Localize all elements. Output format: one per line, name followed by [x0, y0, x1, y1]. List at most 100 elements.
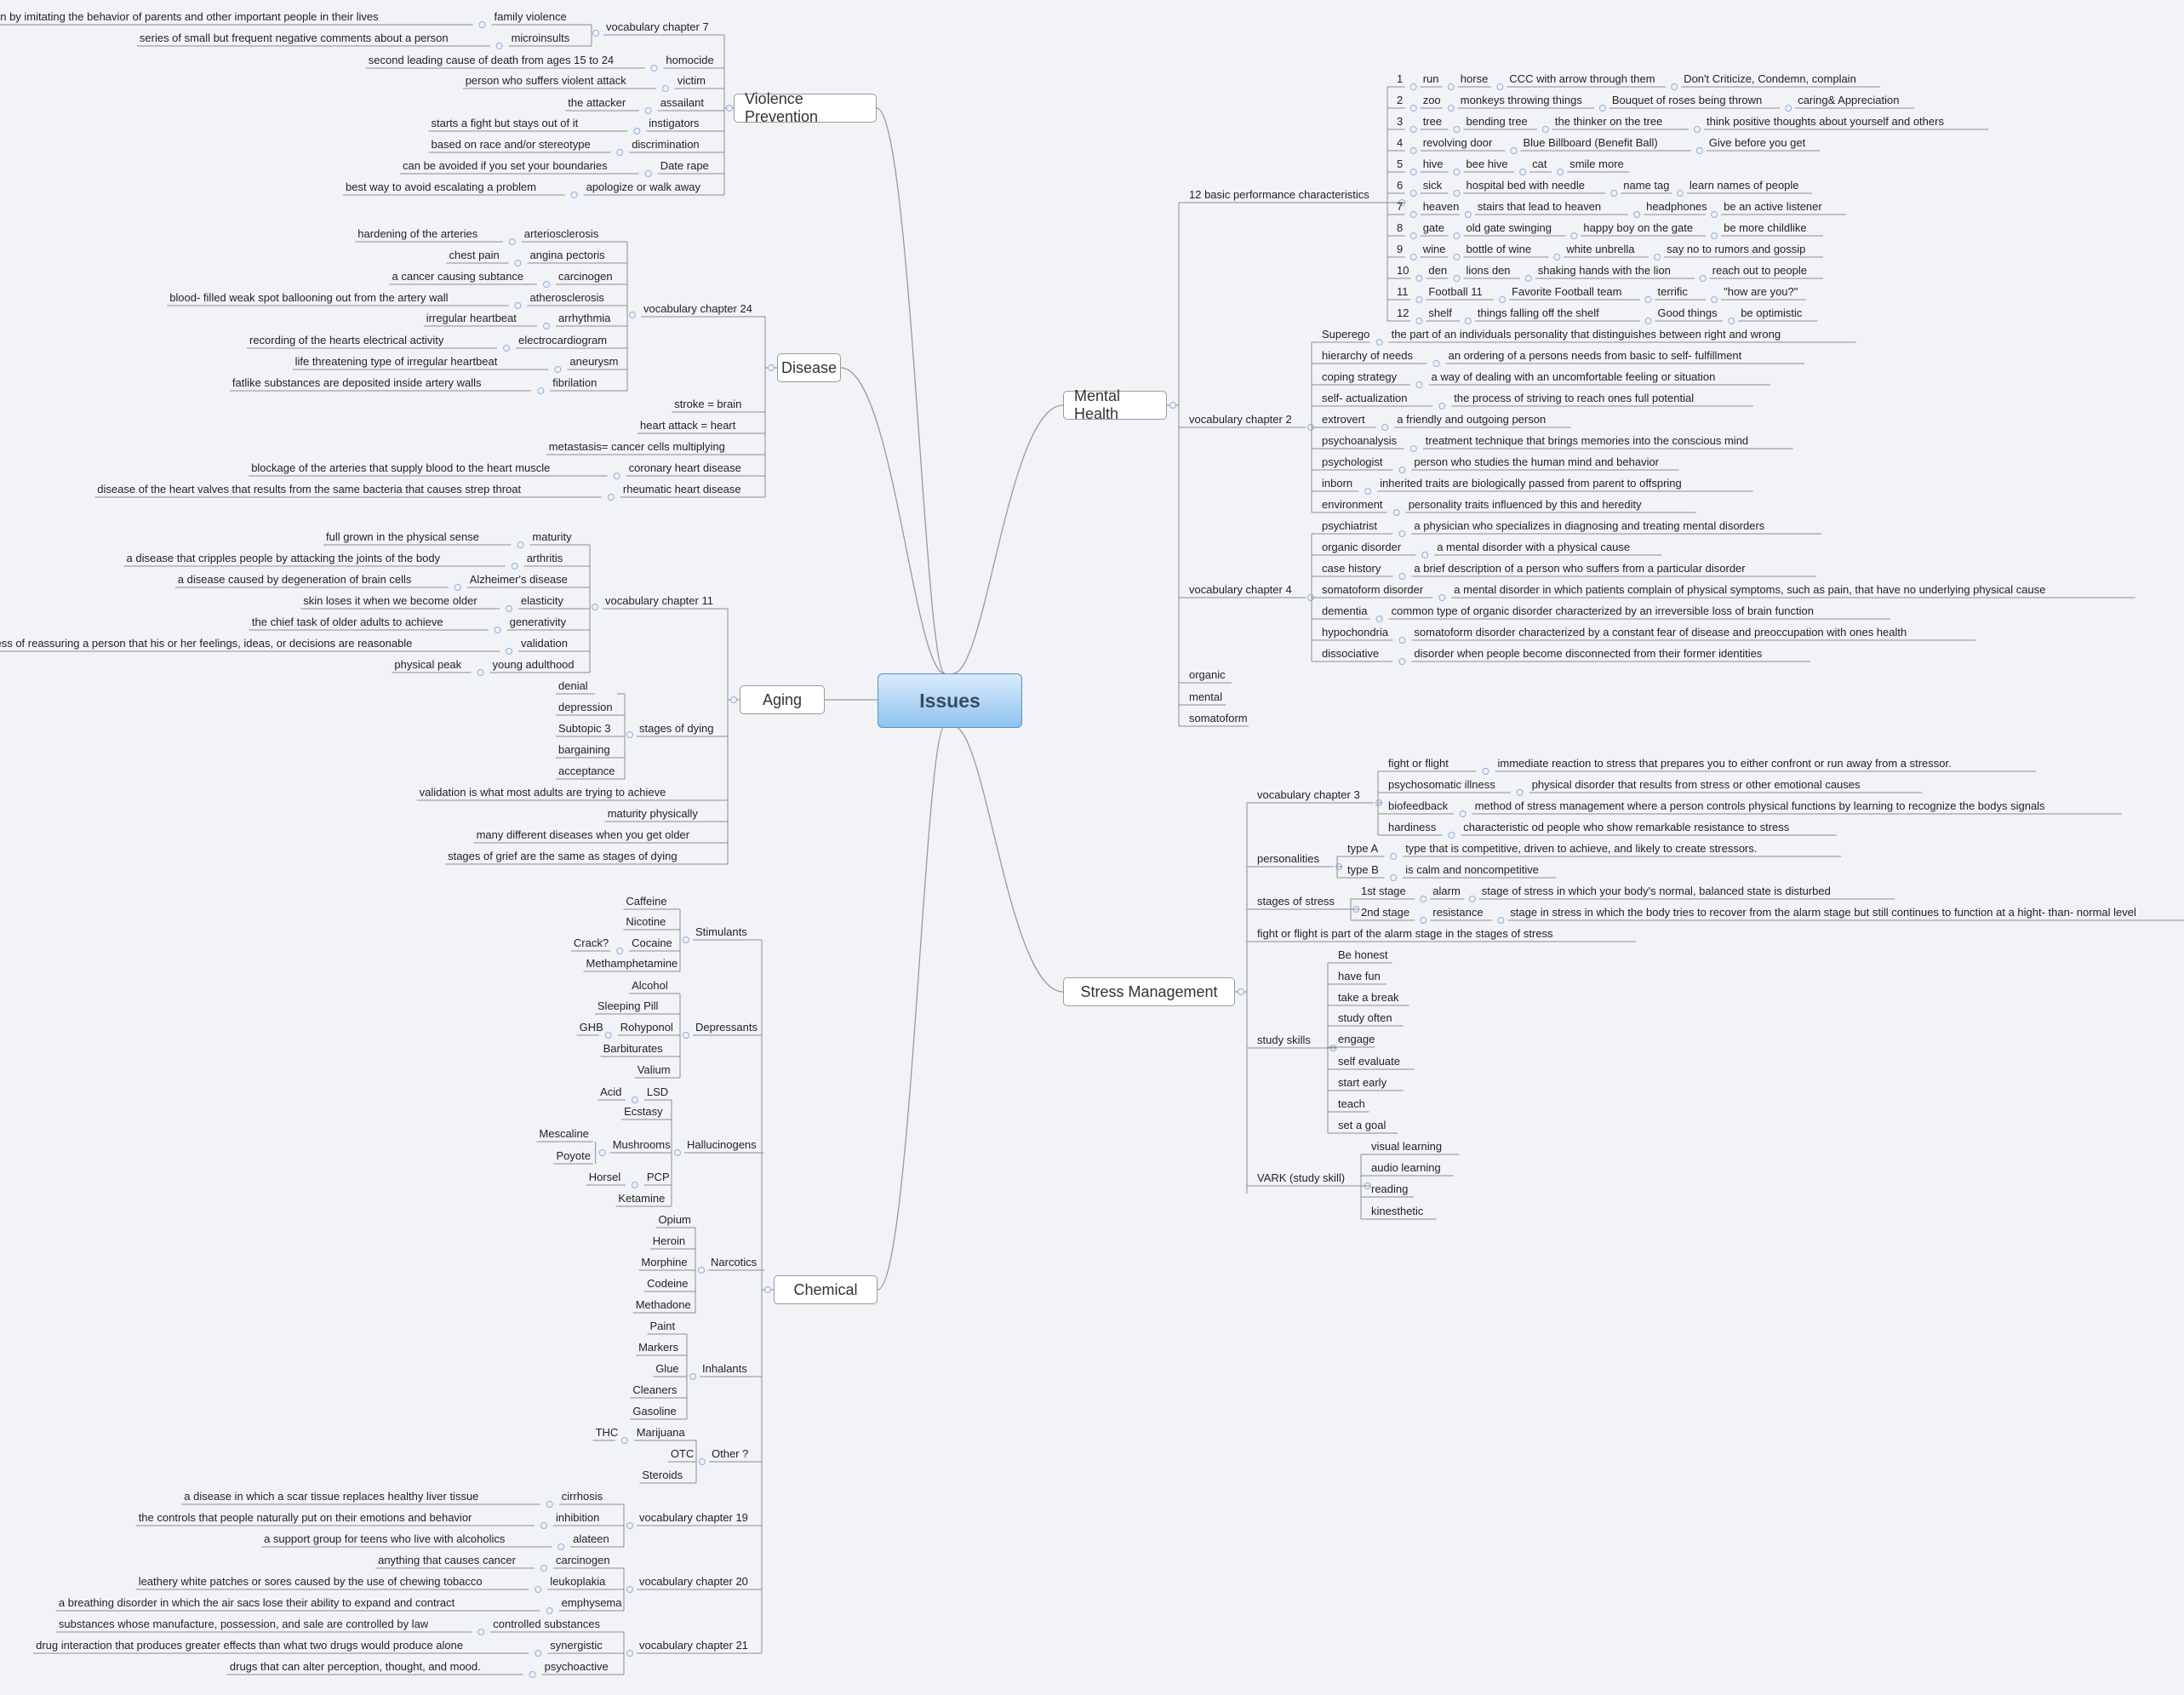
collapse-toggle-icon[interactable] — [1496, 83, 1504, 90]
perf-item[interactable]: "how are you?" — [1724, 285, 1798, 298]
perf-item[interactable]: smile more — [1569, 157, 1624, 170]
perf-item[interactable]: think positive thoughts about yourself a… — [1707, 115, 1944, 128]
collapse-toggle-icon[interactable] — [1409, 147, 1417, 154]
mental-category[interactable]: organic — [1189, 668, 1226, 681]
mental-definition[interactable]: treatment technique that brings memories… — [1425, 434, 1749, 447]
violence-definition[interactable]: the attacker — [568, 96, 626, 109]
collapse-toggle-icon[interactable] — [1364, 488, 1372, 495]
collapse-toggle-icon[interactable] — [1432, 360, 1440, 367]
drug-item[interactable]: Alcohol — [632, 979, 668, 992]
collapse-toggle-icon[interactable] — [1482, 768, 1489, 775]
stage-item[interactable]: resistance — [1432, 906, 1484, 919]
collapse-toggle-icon[interactable] — [1392, 509, 1400, 516]
chemical-definition[interactable]: a breathing disorder in which the air sa… — [58, 1596, 455, 1609]
collapse-toggle-icon[interactable] — [1453, 232, 1461, 239]
mental-term[interactable]: dementia — [1322, 604, 1368, 617]
drug-category-label[interactable]: Other ? — [712, 1447, 749, 1460]
collapse-toggle-icon[interactable] — [1728, 318, 1735, 324]
collapse-toggle-icon[interactable] — [1453, 169, 1461, 175]
disease-note[interactable]: stroke = brain — [674, 398, 742, 410]
collapse-toggle-icon[interactable] — [543, 323, 550, 329]
drug-item[interactable]: Caffeine — [626, 895, 667, 908]
collapse-toggle-icon[interactable] — [613, 472, 620, 479]
drug-item[interactable]: Codeine — [647, 1277, 689, 1290]
chemical-term[interactable]: leukoplakia — [550, 1575, 606, 1588]
collapse-toggle-icon[interactable] — [1390, 874, 1398, 881]
collapse-toggle-icon[interactable] — [1409, 83, 1417, 90]
topic-chemical[interactable]: Chemical — [774, 1275, 878, 1304]
personality-type[interactable]: type B — [1347, 863, 1379, 876]
chapter3-label[interactable]: vocabulary chapter 3 — [1257, 788, 1360, 801]
collapse-toggle-icon[interactable] — [1711, 232, 1718, 239]
dying-stage[interactable]: depression — [558, 701, 613, 713]
aging-definition[interactable]: a disease caused by degeneration of brai… — [177, 573, 412, 586]
collapse-toggle-icon[interactable] — [1557, 169, 1564, 175]
drug-alias[interactable]: Acid — [600, 1085, 622, 1098]
collapse-toggle-icon[interactable] — [661, 85, 669, 92]
perf-item[interactable]: lions den — [1466, 264, 1511, 277]
violence-definition[interactable]: person who suffers violent attack — [465, 74, 626, 87]
chemical-term[interactable]: alateen — [573, 1532, 609, 1545]
aging-term[interactable]: arthritis — [526, 552, 563, 564]
chemical-definition[interactable]: anything that causes cancer — [378, 1554, 516, 1566]
aging-definition[interactable]: full grown in the physical sense — [326, 530, 479, 543]
collapse-toggle-icon[interactable] — [1516, 789, 1524, 796]
collapse-toggle-icon[interactable] — [1420, 896, 1427, 902]
drug-item[interactable]: Valium — [637, 1063, 671, 1076]
collapse-toggle-icon[interactable] — [631, 1097, 638, 1103]
topic-mental-health[interactable]: Mental Health — [1063, 387, 1167, 422]
violence-term[interactable]: homocide — [666, 54, 714, 66]
dying-stage[interactable]: Subtopic 3 — [558, 722, 611, 735]
violence-definition[interactable]: series of small but frequent negative co… — [139, 31, 449, 44]
disease-term[interactable]: aneurysm — [569, 355, 619, 368]
perf-item[interactable]: hive — [1422, 157, 1444, 170]
perf-item[interactable]: Give before you get — [1708, 136, 1806, 149]
drug-item[interactable]: PCP — [646, 1171, 670, 1183]
chapter4-label[interactable]: vocabulary chapter 4 — [1189, 583, 1292, 596]
aging-note[interactable]: stages of grief are the same as stages o… — [448, 850, 677, 862]
collapse-toggle-icon[interactable] — [514, 302, 522, 309]
perf-item[interactable]: run — [1422, 72, 1439, 85]
violence-definition[interactable]: best way to avoid escalating a problem — [346, 180, 537, 193]
disease-definition[interactable]: a cancer causing subtance — [392, 270, 524, 283]
collapse-toggle-icon[interactable] — [1510, 147, 1518, 154]
dying-stage[interactable]: denial — [558, 679, 588, 692]
collapse-toggle-icon[interactable] — [764, 1286, 771, 1293]
mental-term[interactable]: inborn — [1322, 477, 1353, 490]
drug-item[interactable]: Glue — [655, 1362, 679, 1375]
collapse-toggle-icon[interactable] — [1695, 147, 1703, 154]
collapse-toggle-icon[interactable] — [477, 669, 484, 676]
study-skill-item[interactable]: set a goal — [1338, 1119, 1386, 1131]
perf-item[interactable]: Favorite Football team — [1512, 285, 1622, 298]
aging-term[interactable]: Alzheimer's disease — [469, 573, 568, 586]
mental-term[interactable]: organic disorder — [1322, 541, 1402, 553]
collapse-toggle-icon[interactable] — [537, 387, 545, 394]
mental-definition[interactable]: a way of dealing with an uncomfortable f… — [1431, 370, 1716, 383]
collapse-toggle-icon[interactable] — [514, 260, 522, 266]
disease-definition[interactable]: hardening of the arteries — [357, 227, 478, 240]
perf-item[interactable]: be more childlike — [1724, 221, 1807, 234]
violence-term[interactable]: apologize or walk away — [586, 180, 700, 193]
violence-term[interactable]: family violence — [494, 10, 567, 23]
collapse-toggle-icon[interactable] — [1448, 832, 1455, 839]
disease-term[interactable]: electrocardiogram — [518, 334, 608, 346]
stress-term[interactable]: biofeedback — [1388, 799, 1449, 812]
perf-item[interactable]: den — [1428, 264, 1448, 277]
collapse-toggle-icon[interactable] — [1598, 105, 1606, 112]
perf-item[interactable]: shaking hands with the lion — [1537, 264, 1671, 277]
collapse-toggle-icon[interactable] — [1398, 658, 1406, 665]
drug-item[interactable]: LSD — [646, 1085, 669, 1098]
perf-item[interactable]: monkeys throwing things — [1460, 94, 1582, 106]
aging-term[interactable]: generativity — [509, 616, 567, 628]
stages-of-dying-label[interactable]: stages of dying — [639, 722, 714, 735]
drug-item[interactable]: Methamphetamine — [586, 957, 678, 970]
collapse-toggle-icon[interactable] — [1398, 637, 1406, 644]
chemical-term[interactable]: emphysema — [561, 1596, 622, 1609]
topic-stress-management[interactable]: Stress Management — [1063, 977, 1235, 1006]
disease-term[interactable]: arteriosclerosis — [523, 227, 599, 240]
disease-definition[interactable]: life threatening type of irregular heart… — [294, 355, 498, 368]
collapse-toggle-icon[interactable] — [1644, 296, 1652, 303]
disease-definition[interactable]: blockage of the arteries that supply blo… — [251, 461, 551, 474]
collapse-toggle-icon[interactable] — [506, 605, 512, 612]
collapse-toggle-icon[interactable] — [1694, 126, 1701, 133]
